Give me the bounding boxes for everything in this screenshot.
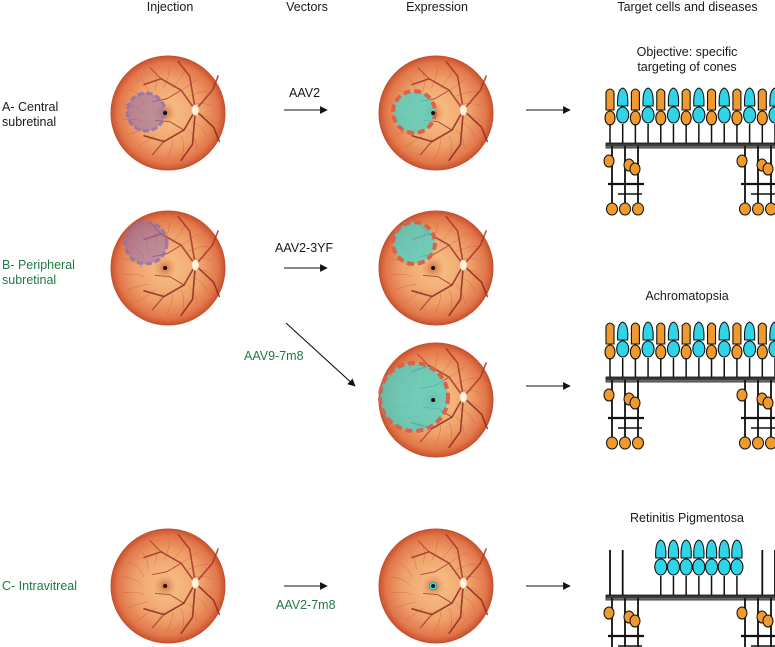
cone-cell bbox=[718, 87, 730, 107]
rod-cell bbox=[656, 322, 666, 345]
rod-cell bbox=[681, 88, 691, 111]
fovea-dot bbox=[431, 584, 436, 588]
fovea-dot bbox=[431, 266, 436, 270]
row-a-label-line2: subretinal bbox=[2, 115, 57, 129]
row-b-label-line1: B- Peripheral bbox=[2, 258, 75, 272]
cone-cell bbox=[705, 539, 718, 559]
arrow-b-diagonal bbox=[285, 322, 356, 387]
cone-cell bbox=[655, 539, 667, 559]
rod-cell bbox=[681, 322, 691, 345]
fovea-dot bbox=[431, 398, 436, 402]
fovea-dot bbox=[163, 111, 168, 115]
header-target: Target cells and diseases bbox=[617, 0, 758, 14]
cone-cell bbox=[769, 321, 775, 341]
fovea-dot bbox=[163, 266, 168, 270]
row-c-label: C- Intravitreal bbox=[2, 579, 78, 593]
vector-aav2: AAV2 bbox=[289, 86, 321, 100]
fundus-b-expression bbox=[378, 210, 494, 326]
row-b-label-line2: subretinal bbox=[2, 273, 57, 287]
retina-rp-diagram bbox=[603, 539, 775, 647]
rod-cell bbox=[630, 322, 640, 345]
cone-cell bbox=[693, 539, 705, 559]
cone-cell bbox=[769, 87, 775, 107]
cone-cell bbox=[667, 87, 680, 107]
rod-cell bbox=[757, 322, 767, 345]
rod-cell bbox=[732, 88, 742, 111]
fundus-c-expression bbox=[378, 528, 494, 644]
rod-cell bbox=[706, 88, 717, 111]
injection-zone bbox=[125, 91, 167, 133]
header-injection: Injection bbox=[146, 0, 194, 14]
cone-cell bbox=[743, 87, 756, 107]
header-vectors: Vectors bbox=[286, 0, 328, 14]
expression-zone bbox=[378, 361, 450, 433]
injection-zone bbox=[123, 220, 169, 266]
vector-aav9-7m8: AAV9-7m8 bbox=[244, 349, 304, 363]
target-rp-title: Retinitis Pigmentosa bbox=[630, 511, 744, 525]
retina-cones-diagram bbox=[603, 87, 775, 216]
cone-cell bbox=[743, 321, 756, 341]
expression-zone bbox=[391, 89, 437, 135]
rod-cell bbox=[656, 88, 666, 111]
cone-cell bbox=[617, 321, 629, 341]
rod-cell bbox=[706, 322, 717, 345]
cone-cell bbox=[667, 539, 680, 559]
cone-cell bbox=[731, 539, 743, 559]
header-expression: Expression bbox=[406, 0, 468, 14]
cone-cell bbox=[667, 321, 680, 341]
fundus-a-expression bbox=[378, 55, 494, 171]
cone-cell bbox=[642, 87, 654, 107]
target-cones-line2: targeting of cones bbox=[637, 60, 737, 74]
fundus-b2-expression bbox=[378, 342, 494, 458]
rod-cell bbox=[605, 322, 615, 345]
cone-cell bbox=[680, 539, 692, 559]
fundus-a-injection bbox=[110, 55, 226, 171]
cone-cell bbox=[718, 321, 730, 341]
cone-cell bbox=[693, 321, 705, 341]
row-a-label-line1: A- Central bbox=[2, 100, 59, 114]
fovea-dot bbox=[431, 111, 436, 115]
retina-achromatopsia-diagram bbox=[603, 321, 775, 450]
cone-cell bbox=[693, 87, 705, 107]
cone-cell bbox=[642, 321, 654, 341]
row-b-label: B- Peripheral subretinal bbox=[2, 258, 75, 288]
target-achromatopsia-title: Achromatopsia bbox=[645, 289, 729, 303]
target-cones-line1: Objective: specific bbox=[636, 45, 738, 59]
row-a-label: A- Central subretinal bbox=[2, 100, 58, 130]
fovea-dot bbox=[163, 584, 168, 588]
rod-cell bbox=[605, 88, 615, 111]
cone-cell bbox=[617, 87, 629, 107]
rod-cell bbox=[732, 322, 742, 345]
target-cones-title: Objective: specific targeting of cones bbox=[612, 45, 762, 75]
expression-zone bbox=[391, 220, 437, 266]
fundus-b-injection bbox=[110, 210, 226, 326]
cone-cell bbox=[718, 539, 730, 559]
fundus-c-injection bbox=[110, 528, 226, 644]
rod-cell bbox=[757, 88, 767, 111]
rod-cell bbox=[630, 88, 640, 111]
vector-aav2-3yf: AAV2-3YF bbox=[275, 241, 334, 255]
vector-aav2-7m8: AAV2-7m8 bbox=[276, 598, 336, 612]
